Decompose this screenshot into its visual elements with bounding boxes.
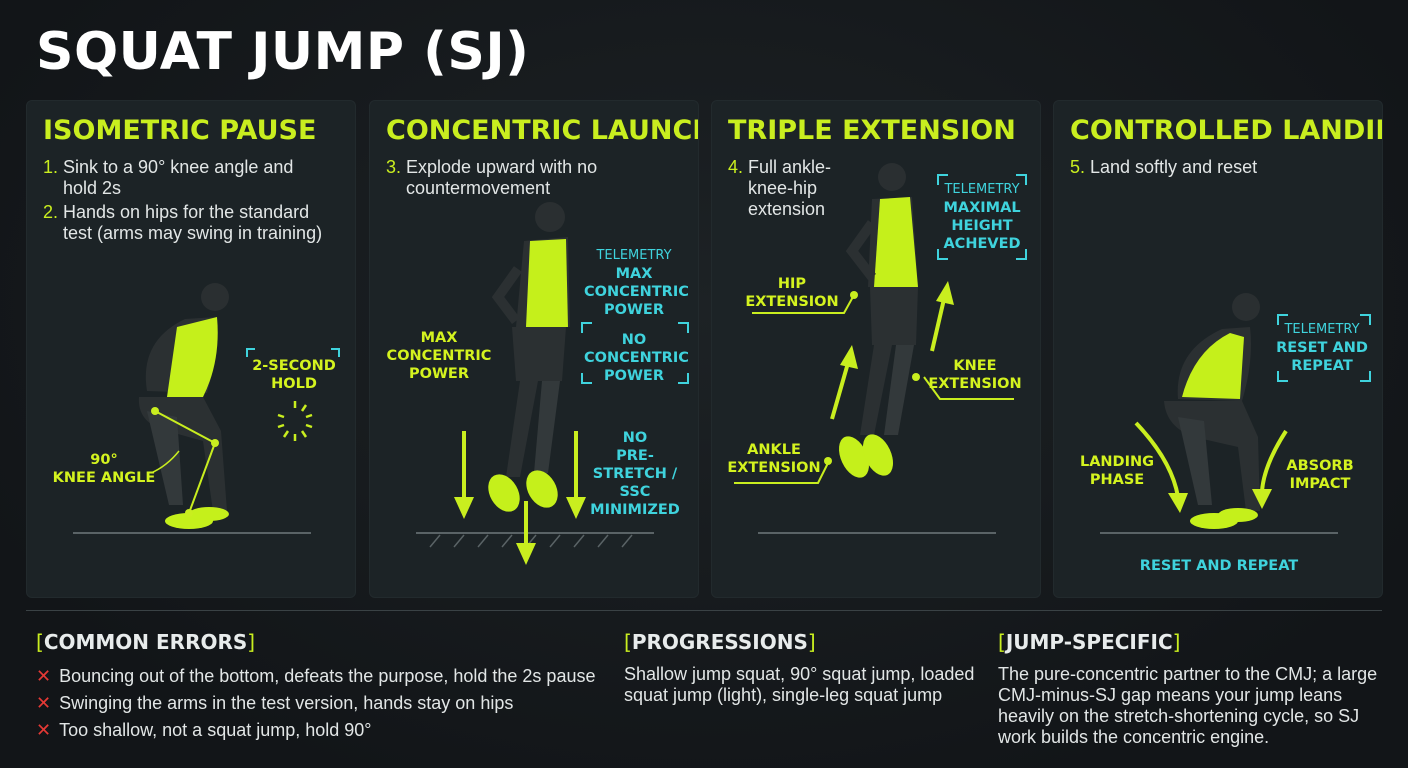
section-divider	[26, 610, 1382, 611]
telemetry-heading: TELEMETRY	[596, 248, 672, 263]
step-text: Full ankle- knee-hip extension	[748, 157, 832, 219]
step-text: Land softly and reset	[1090, 157, 1258, 177]
page-title: SQUAT JUMP (SJ)	[36, 22, 530, 82]
progressions-heading-text: PROGRESSIONS	[631, 630, 808, 654]
step-1: 1.Sink to a 90° knee angle and hold 2s	[43, 157, 293, 199]
label-hip-extension: HIP EXTENSION	[745, 276, 839, 310]
label-no-concentric-power: NO CONCENTRIC POWER	[584, 332, 689, 384]
telemetry-value: RESET AND REPEAT	[1276, 340, 1368, 374]
telemetry-max-concentric-power: TELEMETRY MAX CONCENTRIC POWER	[584, 247, 689, 319]
error-x-icon: ✕	[36, 693, 52, 713]
error-x-icon: ✕	[36, 720, 52, 740]
step-number: 3.	[386, 157, 402, 177]
step-4: 4.Full ankle- knee-hip extension	[728, 157, 831, 220]
isometric-pause-figure	[73, 283, 340, 534]
telemetry-heading: TELEMETRY	[1284, 322, 1360, 337]
telemetry-value: MAX CONCENTRIC POWER	[584, 266, 689, 318]
step-text: Sink to a 90° knee angle and hold 2s	[63, 157, 294, 198]
telemetry-reset-and-repeat: TELEMETRY RESET AND REPEAT	[1274, 321, 1370, 375]
error-text: Bouncing out of the bottom, defeats the …	[59, 666, 596, 686]
step-text: Explode upward with no countermovement	[406, 157, 598, 198]
common-errors-heading-text: COMMON ERRORS	[43, 630, 248, 654]
error-x-icon: ✕	[36, 666, 52, 686]
jump-specific-text: The pure-concentric partner to the CMJ; …	[998, 664, 1378, 747]
panel-controlled-landing: CONTROLLED LANDING 5.Land softly and res…	[1053, 100, 1383, 598]
panel-isometric-pause: ISOMETRIC PAUSE 1.Sink to a 90° knee ang…	[26, 100, 356, 598]
panel-triple-extension: TRIPLE EXTENSION 4.Full ankle- knee-hip …	[711, 100, 1041, 598]
jump-specific-heading-text: JUMP-SPECIFIC	[1005, 630, 1173, 654]
panel-title: CONTROLLED LANDING	[1070, 115, 1382, 146]
error-item: ✕ Bouncing out of the bottom, defeats the…	[36, 666, 595, 687]
error-text: Swinging the arms in the test version, h…	[59, 693, 514, 713]
jump-specific-heading: [JUMP-SPECIFIC]	[998, 630, 1181, 654]
step-text: Hands on hips for the standard test (arm…	[63, 202, 323, 243]
triple-extension-figure	[734, 163, 1027, 534]
label-knee-extension: KNEE EXTENSION	[928, 358, 1022, 392]
panel-title: ISOMETRIC PAUSE	[43, 115, 317, 146]
progressions-heading: [PROGRESSIONS]	[624, 630, 816, 654]
error-item: ✕ Too shallow, not a squat jump, hold 90°	[36, 720, 372, 741]
label-ankle-extension: ANKLE EXTENSION	[727, 442, 821, 476]
label-landing-phase: LANDING PHASE	[1079, 454, 1155, 488]
label-reset-and-repeat: RESET AND REPEAT	[1139, 558, 1299, 574]
label-knee-angle: 90° KNEE ANGLE	[52, 452, 156, 486]
step-number: 4.	[728, 157, 744, 177]
common-errors-heading: [COMMON ERRORS]	[36, 630, 256, 654]
label-2-second-hold: 2-SECOND HOLD	[252, 358, 336, 392]
telemetry-heading: TELEMETRY	[944, 182, 1020, 197]
step-2: 2.Hands on hips for the standard test (a…	[43, 202, 322, 244]
step-number: 5.	[1070, 157, 1086, 177]
step-3: 3.Explode upward with no countermovement	[386, 157, 597, 199]
concentric-launch-figure	[416, 202, 689, 565]
telemetry-value: MAXIMAL HEIGHT ACHEVED	[943, 200, 1021, 252]
step-number: 2.	[43, 202, 59, 222]
error-text: Too shallow, not a squat jump, hold 90°	[59, 720, 372, 740]
step-number: 1.	[43, 157, 59, 177]
label-absorb-impact: ABSORB IMPACT	[1286, 458, 1354, 492]
panel-title: CONCENTRIC LAUNCH	[386, 115, 699, 146]
label-max-concentric-power: MAX CONCENTRIC POWER	[386, 330, 492, 382]
label-no-pre-stretch: NO PRE-STRETCH / SSC MINIMIZED	[590, 430, 680, 518]
panel-concentric-launch: CONCENTRIC LAUNCH 3.Explode upward with …	[369, 100, 699, 598]
controlled-landing-figure	[1100, 293, 1371, 534]
panel-title: TRIPLE EXTENSION	[728, 115, 1016, 146]
error-item: ✕ Swinging the arms in the test version, …	[36, 693, 513, 714]
progressions-text: Shallow jump squat, 90° squat jump, load…	[624, 664, 975, 705]
telemetry-maximal-height: TELEMETRY MAXIMAL HEIGHT ACHEVED	[934, 181, 1030, 253]
step-5: 5.Land softly and reset	[1070, 157, 1257, 178]
